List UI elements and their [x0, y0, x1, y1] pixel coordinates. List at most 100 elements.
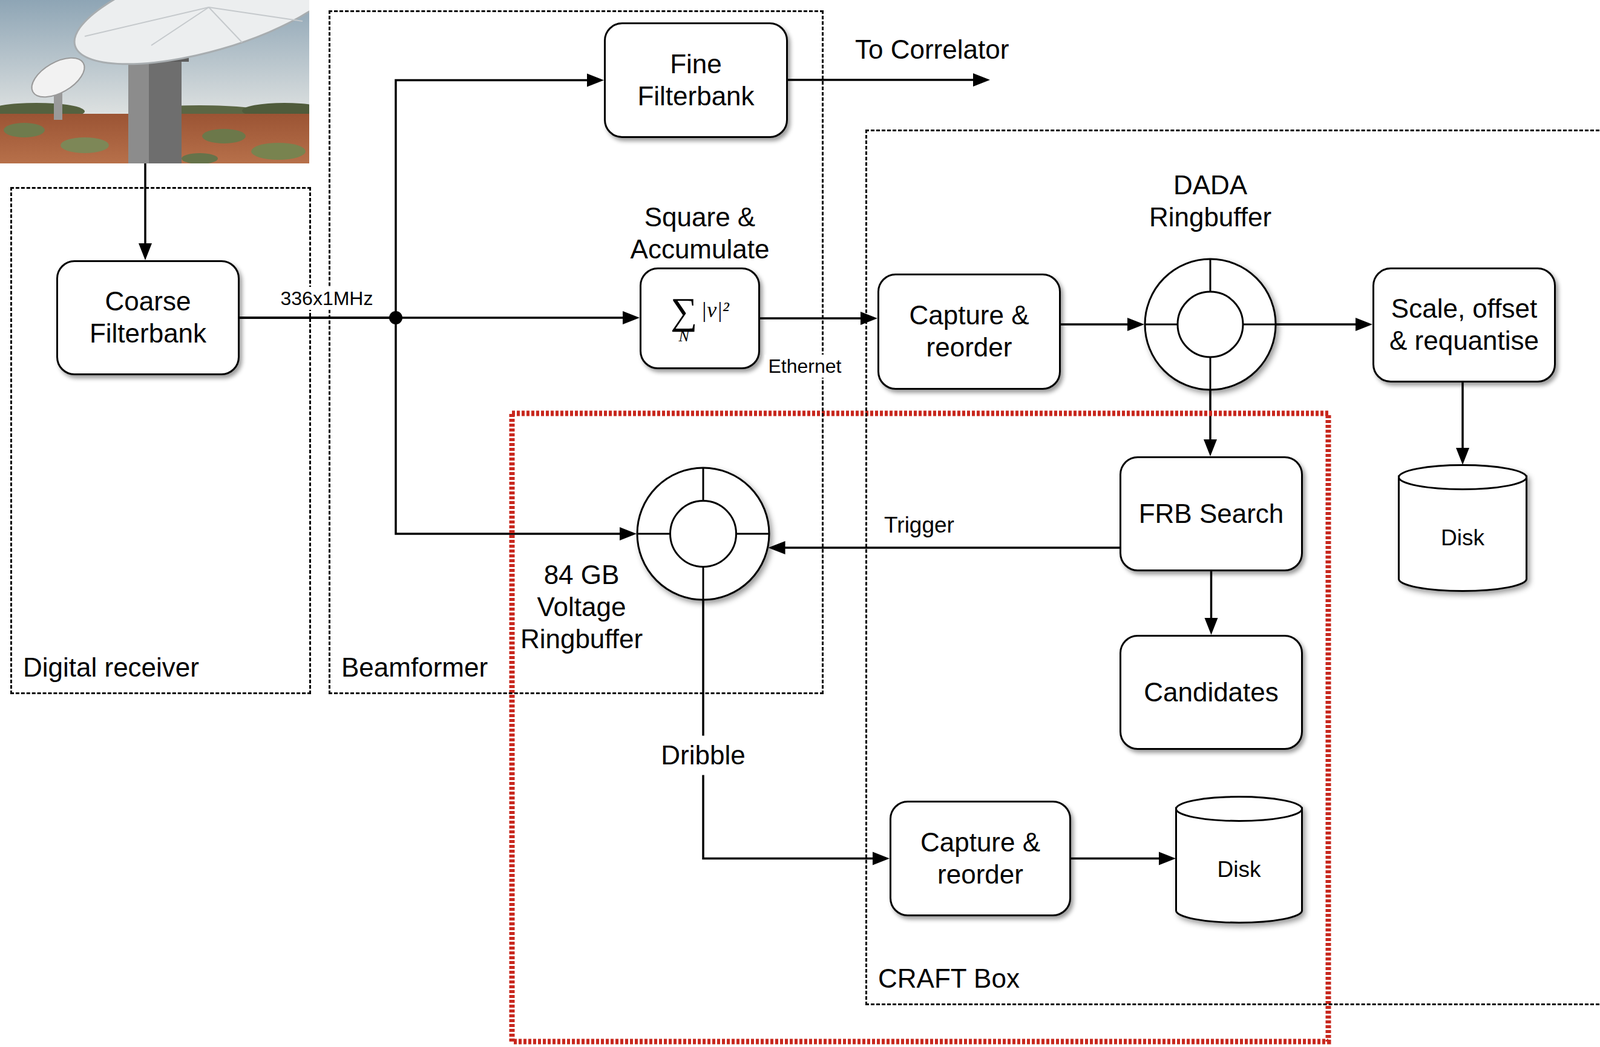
photo-bush	[3, 122, 45, 138]
ring-heading: DADA Ringbuffer	[1131, 169, 1289, 234]
arrow-head	[622, 311, 640, 325]
photo-small-dish	[25, 49, 91, 105]
connector-line	[239, 317, 623, 534]
disk-cylinder: Disk	[1175, 795, 1303, 924]
ring-spoke	[637, 533, 671, 535]
region-label: Beamformer	[341, 651, 488, 684]
ring-outer	[1144, 259, 1276, 390]
process-box: Scale, offset & requantise	[1372, 267, 1556, 383]
ring-spoke	[702, 467, 705, 502]
connector-arrow	[1276, 317, 1373, 332]
arrow-head	[1158, 852, 1176, 866]
arrow-head	[586, 73, 604, 88]
output-wire	[787, 78, 975, 82]
ring-spoke	[702, 567, 705, 601]
connector-arrow	[239, 73, 604, 319]
process-box: Fine Filterbank	[603, 22, 788, 138]
connector-arrow	[1203, 390, 1217, 457]
box-label: Capture & reorder	[903, 826, 1058, 891]
photo-wire	[144, 163, 147, 245]
ringbuffer-circle: DADA Ringbuffer	[1143, 257, 1277, 391]
box-label: Candidates	[1143, 676, 1279, 709]
ringbuffer-outline	[1143, 257, 1277, 391]
disk-cylinder: Disk	[1397, 464, 1528, 592]
connector-arrow	[768, 540, 1120, 555]
photo-pedestal-light	[128, 57, 149, 164]
arrow-head	[973, 73, 991, 87]
ring-spoke	[1242, 323, 1276, 326]
photo-dish-rib	[84, 7, 209, 37]
arrow-head	[138, 243, 152, 261]
arrow-head	[1203, 439, 1217, 457]
ring-spoke	[1144, 323, 1178, 326]
connector-line	[1461, 382, 1464, 451]
edge-label: 336x1MHz	[277, 286, 378, 310]
arrow-head	[860, 311, 878, 325]
photo-bush	[202, 128, 246, 144]
box-label: Fine Filterbank	[617, 48, 774, 113]
process-box: Candidates	[1119, 634, 1303, 750]
connector-arrow	[1455, 382, 1470, 465]
connector-arrow	[760, 311, 878, 325]
sum-index: N	[678, 328, 690, 345]
photo-dish-rib	[208, 7, 303, 22]
arrow-head	[1127, 317, 1145, 332]
sum-formula: ∑N|v|²	[670, 292, 730, 345]
sum-term: |v|²	[700, 298, 730, 321]
disk-top	[1176, 796, 1303, 822]
arrow-head	[1204, 617, 1219, 635]
photo-bush	[60, 137, 109, 154]
connector-line	[1071, 857, 1162, 860]
ringbuffer-outline	[636, 466, 771, 601]
process-box: Capture & reorder	[889, 800, 1072, 917]
disk-body	[1399, 476, 1527, 592]
box-label: Scale, offset & requantise	[1386, 292, 1542, 358]
accumulate-box: Square & Accumulate∑N|v|²	[639, 267, 761, 370]
connector-arrow	[703, 600, 890, 866]
photo-pedestal	[128, 57, 182, 164]
connector-arrow	[1060, 317, 1145, 332]
connector-line	[703, 600, 876, 859]
photo-bush	[181, 153, 218, 164]
disk-body	[1176, 807, 1303, 923]
connector-line	[1276, 323, 1358, 326]
connector-line	[1060, 323, 1130, 326]
disk-top	[1399, 465, 1527, 490]
box-label: Coarse Filterbank	[70, 285, 226, 350]
dashed-region: Digital receiverCoarse Filterbank	[10, 186, 312, 695]
ring-spoke	[1209, 259, 1212, 292]
box-label: Capture & reorder	[891, 299, 1047, 364]
box-heading: Square & Accumulate	[618, 201, 782, 266]
telescope-photo	[0, 0, 310, 164]
region-label: CRAFT Box	[878, 962, 1020, 995]
junction-dot	[389, 311, 403, 325]
connector-arrow	[1071, 852, 1176, 866]
edge-label: Trigger	[884, 511, 955, 539]
ringbuffer-circle: 84 GB Voltage Ringbuffer	[636, 466, 771, 601]
ring-outer	[637, 467, 770, 600]
disk-label: Disk	[1440, 524, 1485, 552]
edge-label: Dribble	[655, 735, 750, 776]
connector-arrow	[239, 317, 637, 541]
ring-spoke	[1209, 357, 1212, 390]
arrow-head	[1455, 447, 1470, 465]
connector-line	[1210, 571, 1213, 621]
photo-big-dish	[62, 0, 310, 88]
ring-inner	[670, 501, 737, 568]
connector-line	[760, 317, 863, 320]
disk-label: Disk	[1217, 856, 1262, 883]
arrow-head	[619, 527, 637, 541]
process-box: FRB Search	[1119, 456, 1303, 572]
photo-dish-rib	[151, 7, 209, 46]
ring-spoke	[736, 533, 770, 535]
dashed-region: Beamformer Fine FilterbankSquare & Accumu…	[328, 10, 824, 695]
arrow-head	[768, 540, 786, 555]
box-label: FRB Search	[1138, 498, 1285, 531]
arrow-head	[872, 852, 890, 866]
photo-dish-rib	[208, 7, 243, 43]
connector-arrow	[1204, 571, 1219, 635]
edge-label: Ethernet	[764, 354, 846, 378]
photo-bush	[251, 142, 306, 160]
